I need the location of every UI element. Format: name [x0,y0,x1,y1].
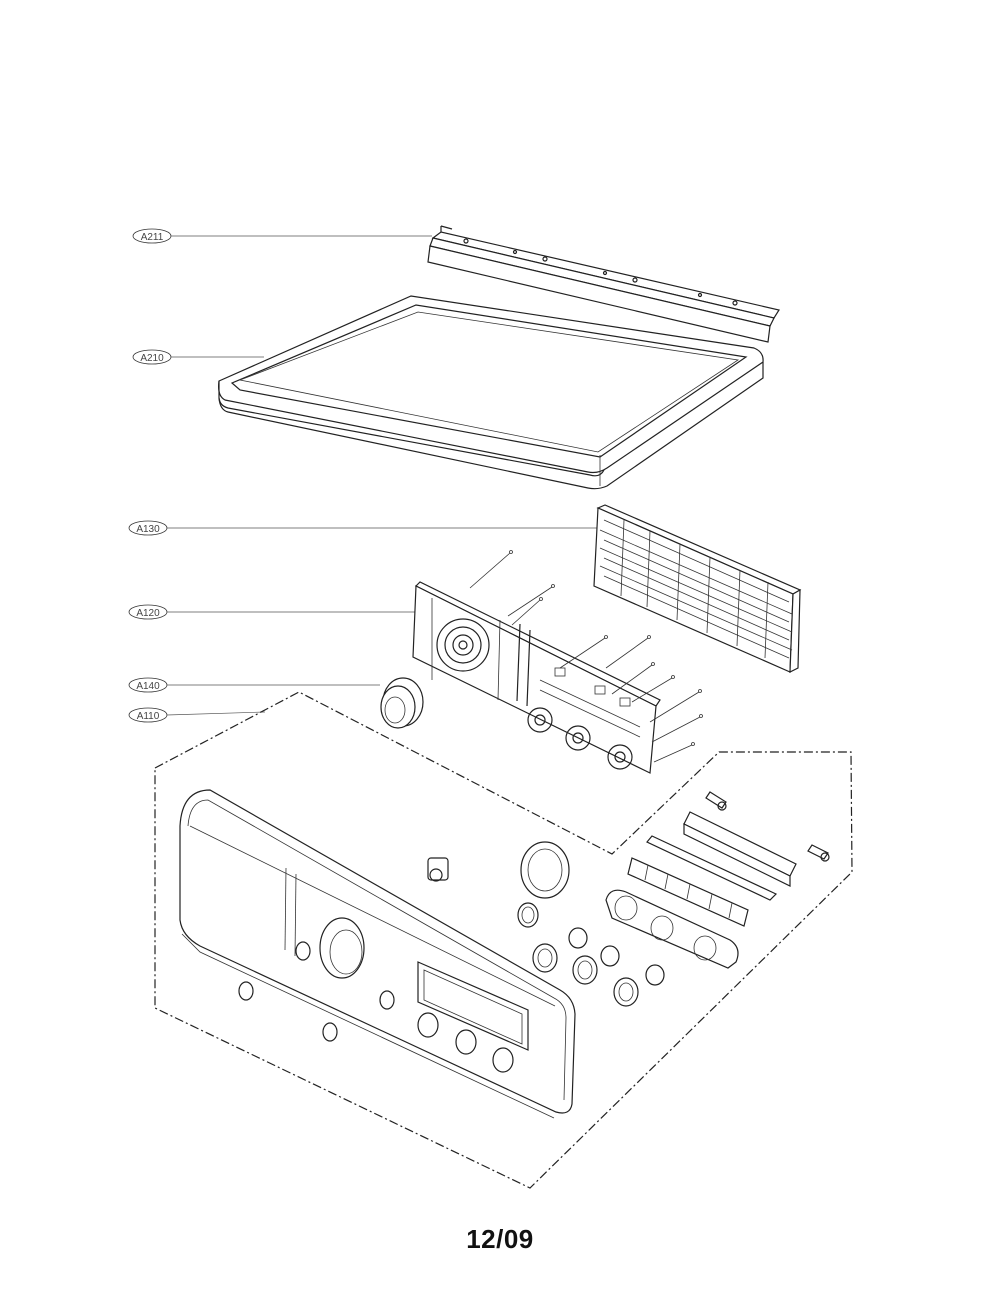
callout-a211-label: A211 [141,232,164,243]
a110-small-parts [427,791,830,1007]
callout-a140: A140 [128,677,380,693]
callout-a210-label: A210 [140,353,164,364]
callout-a110: A110 [128,707,266,723]
part-a211-bracket [427,225,780,343]
callout-a211: A211 [132,228,432,244]
part-a140-knob [380,677,424,729]
page-code: 12/09 [466,1224,534,1254]
part-a120-control-box [412,550,703,774]
callout-a110-label: A110 [137,711,160,722]
callout-a120: A120 [128,604,420,620]
callout-a130-label: A130 [136,524,160,535]
callout-a120-label: A120 [136,608,160,619]
callout-a130: A130 [128,520,602,536]
part-a110-control-panel [179,789,576,1119]
callout-a140-label: A140 [136,681,160,692]
part-a110-boundary [154,691,853,1189]
part-a210-top-cover [218,295,764,490]
callout-a210: A210 [132,349,264,365]
part-a130-grille [593,504,802,673]
